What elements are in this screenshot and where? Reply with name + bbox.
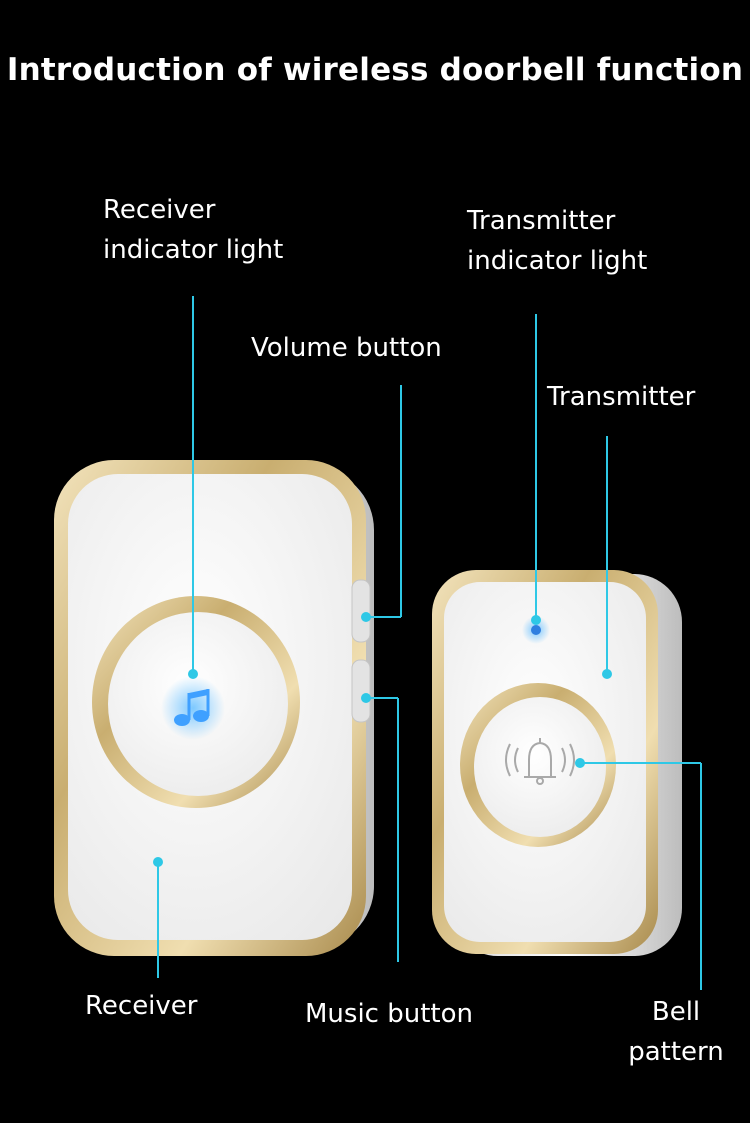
page-title: Introduction of wireless doorbell functi… [6,52,744,88]
bell-icon[interactable] [505,738,575,785]
volume-button[interactable] [351,579,371,643]
receiver-indicator-light-label: Receiver indicator light [103,195,284,265]
music-button[interactable] [351,659,371,723]
receiver-device [54,460,374,956]
receiver-label: Receiver [85,991,198,1021]
callout-lines [153,296,702,990]
bell-pattern-label: Bell pattern [628,997,724,1067]
volume-button-label: Volume button [251,333,442,363]
music-button-label: Music button [305,999,473,1029]
transmitter-device [432,570,682,956]
transmitter-indicator-light-label: Transmitter indicator light [467,206,648,276]
transmitter-label: Transmitter [547,382,696,412]
music-note-icon [174,689,210,726]
